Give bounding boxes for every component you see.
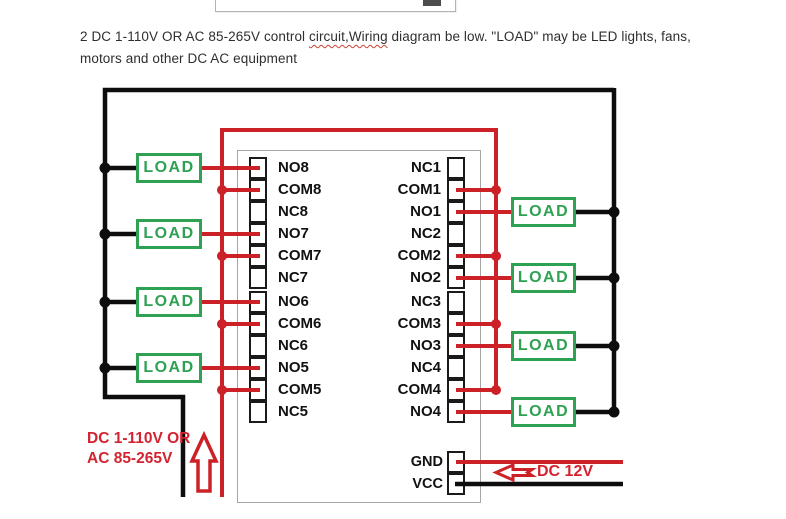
description-text: 2 DC 1-110V OR AC 85-265V control circui… — [80, 26, 740, 70]
load-box-8: LOAD — [511, 397, 576, 427]
power-source-label: DC 12V — [537, 463, 594, 480]
load-box-5: LOAD — [511, 197, 576, 227]
description-line1-post: diagram be low. "LOAD" may be LED lights… — [387, 29, 691, 44]
load-box-7: LOAD — [511, 331, 576, 361]
description-line-2: motors and other DC AC equipment — [80, 51, 298, 66]
top-cropped-box-handle — [423, 0, 441, 6]
top-cropped-box — [215, 0, 456, 12]
control-source-label-line1: DC 1-110V OR — [87, 430, 191, 447]
description-line1-pre: 2 DC 1-110V OR AC 85-265V control — [80, 29, 310, 44]
description-line1-spellcheck: circuit,Wiring — [309, 29, 388, 44]
load-box-2: LOAD — [136, 219, 202, 249]
description-line-1: 2 DC 1-110V OR AC 85-265V control circui… — [80, 26, 740, 48]
control-source-label-line2: AC 85-265V — [87, 450, 173, 467]
load-box-3: LOAD — [136, 287, 202, 317]
load-box-4: LOAD — [136, 353, 202, 383]
load-box-6: LOAD — [511, 263, 576, 293]
load-box-1: LOAD — [136, 153, 202, 183]
